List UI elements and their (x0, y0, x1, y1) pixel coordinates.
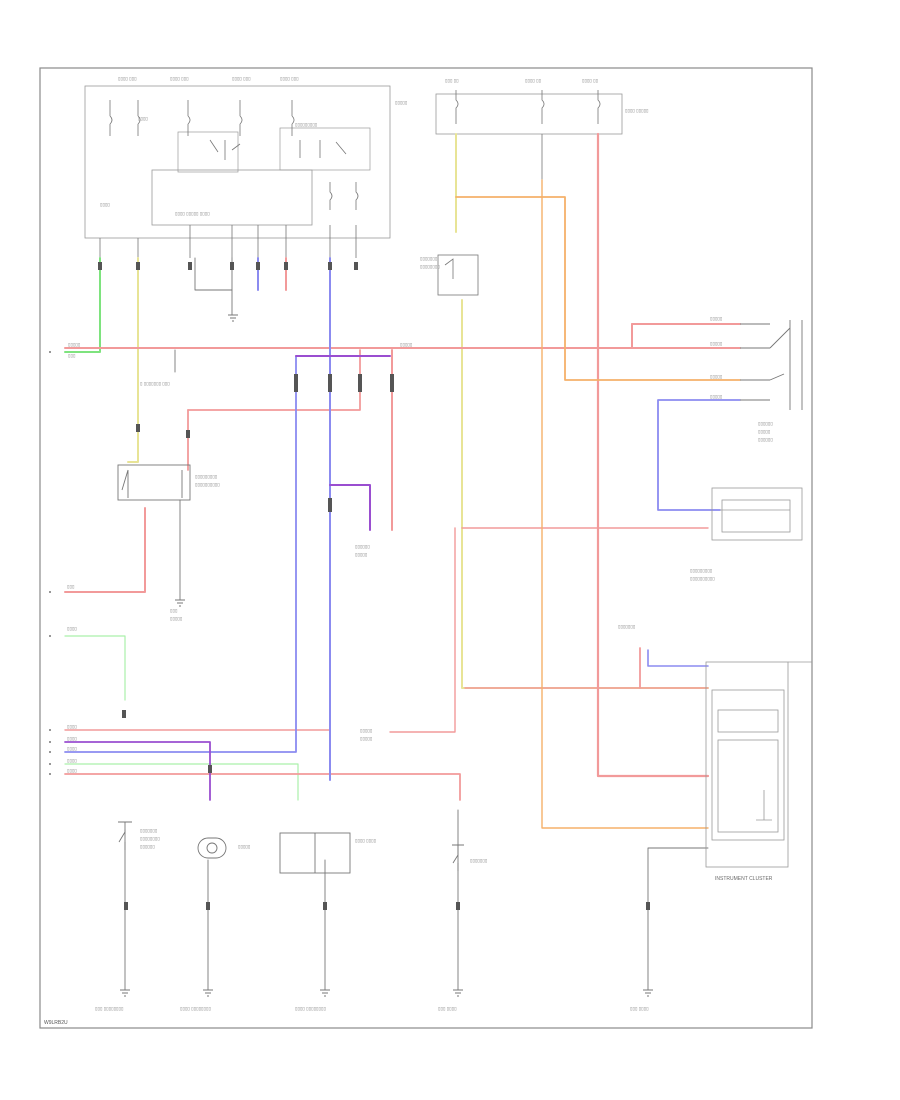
svg-text:▯▯▯▯: ▯▯▯▯ (100, 202, 110, 207)
svg-text:▯▯▯▯▯▯▯: ▯▯▯▯▯▯▯ (140, 828, 158, 833)
svg-text:▯▯▯▯▯▯▯: ▯▯▯▯▯▯▯ (470, 858, 488, 863)
wire-purple-2 (329, 484, 371, 531)
svg-text:▯▯▯▯ ▯▯▯: ▯▯▯▯ ▯▯▯ (232, 76, 251, 81)
svg-text:▯▯▯▯▯▯: ▯▯▯▯▯▯ (355, 544, 370, 549)
svg-text:▯▯▯▯ ▯▯▯▯▯▯▯▯: ▯▯▯▯ ▯▯▯▯▯▯▯▯ (295, 1006, 326, 1011)
svg-text:▯▯▯▯ ▯▯▯▯▯ ▯▯▯▯: ▯▯▯▯ ▯▯▯▯▯ ▯▯▯▯ (175, 211, 210, 216)
svg-text:▯▯▯▯▯▯▯: ▯▯▯▯▯▯▯ (420, 256, 438, 261)
svg-text:▯▯▯▯▯: ▯▯▯▯▯ (395, 100, 408, 105)
wire-orange-1 (455, 196, 741, 381)
wire-yellow-1 (127, 257, 139, 463)
svg-text:▯▯▯: ▯▯▯ (68, 353, 76, 358)
component-bottom-1 (118, 821, 132, 850)
svg-text:▯▯▯▯▯: ▯▯▯▯▯ (355, 552, 368, 557)
svg-text:▯▯▯: ▯▯▯ (170, 608, 178, 613)
svg-text:▯▯▯: ▯▯▯ (67, 584, 75, 589)
wire-red-15 (389, 527, 456, 733)
svg-text:▯▯▯▯▯: ▯▯▯▯▯ (710, 341, 723, 346)
svg-text:▯▯▯▯ ▯▯▯: ▯▯▯▯ ▯▯▯ (118, 76, 137, 81)
svg-text:▯▯▯▯ ▯▯: ▯▯▯▯ ▯▯ (525, 78, 542, 83)
svg-text:▯▯▯▯▯▯▯▯▯: ▯▯▯▯▯▯▯▯▯ (195, 474, 218, 479)
svg-text:▯▯▯▯: ▯▯▯▯ (67, 724, 77, 729)
svg-text:▯▯▯▯: ▯▯▯▯ (67, 626, 77, 631)
switch-left (117, 464, 191, 501)
svg-text:▯▯▯▯: ▯▯▯▯ (138, 116, 148, 121)
svg-text:▯▯▯▯▯: ▯▯▯▯▯ (758, 429, 771, 434)
svg-text:▯▯▯▯▯▯▯: ▯▯▯▯▯▯▯ (618, 624, 636, 629)
wire-labels: ▯▯▯▯▯ ▯▯▯ ▯▯▯▯▯ ▯▯▯▯▯ ▯▯▯▯▯ ▯▯▯▯▯ ▯▯▯▯ ▯ … (67, 256, 773, 1011)
instrument-cluster-caption: INSTRUMENT CLUSTER (715, 876, 773, 882)
svg-text:▯▯▯▯ ▯▯▯▯▯▯▯▯: ▯▯▯▯ ▯▯▯▯▯▯▯▯ (180, 1006, 211, 1011)
svg-text:▯▯▯ ▯▯▯▯▯▯▯▯: ▯▯▯ ▯▯▯▯▯▯▯▯ (95, 1006, 124, 1011)
wire-red-13 (64, 773, 461, 801)
svg-text:▯▯▯ ▯▯▯▯: ▯▯▯ ▯▯▯▯ (630, 1006, 649, 1011)
svg-text:▯▯▯ ▯▯▯▯: ▯▯▯ ▯▯▯▯ (438, 1006, 457, 1011)
svg-text:▯▯▯▯▯: ▯▯▯▯▯ (710, 394, 723, 399)
wire-purple-3 (64, 741, 211, 801)
svg-text:▯▯▯▯▯▯▯▯▯▯: ▯▯▯▯▯▯▯▯▯▯ (195, 482, 220, 487)
svg-text:▯▯▯▯▯: ▯▯▯▯▯ (400, 342, 413, 347)
svg-text:▯▯▯▯▯: ▯▯▯▯▯ (170, 616, 183, 621)
fuse-block-right: ▯▯▯ ▯▯ ▯▯▯▯ ▯▯ ▯▯▯▯ ▯▯ ▯▯▯▯▯ ▯▯▯▯ ▯▯▯▯▯ (395, 78, 649, 180)
svg-text:▯▯▯▯▯▯▯▯▯: ▯▯▯▯▯▯▯▯▯ (295, 122, 318, 127)
svg-text:▯▯▯▯▯▯: ▯▯▯▯▯▯ (758, 421, 773, 426)
svg-text:▯▯▯▯: ▯▯▯▯ (67, 736, 77, 741)
left-edge-pins (49, 351, 51, 775)
wire-black-8 (647, 847, 709, 991)
wire-orange-2 (541, 179, 709, 829)
svg-text:▯▯▯▯▯▯▯▯▯▯: ▯▯▯▯▯▯▯▯▯▯ (690, 576, 715, 581)
svg-text:▯▯▯▯▯▯: ▯▯▯▯▯▯ (758, 437, 773, 442)
fuse-relay-box-left: ▯▯▯▯ ▯▯▯ ▯▯▯▯ ▯▯▯ ▯▯▯▯ ▯▯▯ ▯▯▯▯ ▯▯▯ ▯▯▯▯… (84, 76, 391, 258)
svg-text:▯▯▯ ▯▯: ▯▯▯ ▯▯ (445, 78, 459, 83)
svg-text:▯▯▯▯▯: ▯▯▯▯▯ (238, 844, 251, 849)
svg-text:▯▯▯▯: ▯▯▯▯ (67, 768, 77, 773)
wire-green-3 (64, 763, 299, 801)
diagram-code: W9LRB2U (44, 1020, 68, 1026)
svg-text:▯▯▯▯▯: ▯▯▯▯▯ (360, 728, 373, 733)
grounds (120, 314, 653, 997)
svg-text:▯▯▯▯: ▯▯▯▯ (67, 758, 77, 763)
svg-text:▯▯▯▯ ▯▯: ▯▯▯▯ ▯▯ (582, 78, 599, 83)
svg-text:▯▯▯▯: ▯▯▯▯ (67, 746, 77, 751)
svg-text:▯▯▯▯▯: ▯▯▯▯▯ (710, 316, 723, 321)
module-top-center (437, 254, 479, 296)
wire-green-2 (64, 635, 126, 701)
wire-green-1 (64, 257, 101, 353)
connector-marks (98, 262, 650, 910)
svg-text:▯▯▯▯ ▯▯▯▯▯: ▯▯▯▯ ▯▯▯▯▯ (625, 108, 649, 113)
wire-yellow-3 (461, 299, 709, 689)
svg-text:▯▯▯▯▯▯▯▯: ▯▯▯▯▯▯▯▯ (420, 264, 440, 269)
wire-red-5 (187, 349, 361, 411)
svg-text:▯▯▯▯▯: ▯▯▯▯▯ (710, 374, 723, 379)
instrument-cluster (705, 661, 812, 868)
wire-red-4 (596, 132, 710, 778)
wire-blue-4 (657, 399, 741, 511)
svg-text:▯ ▯▯▯▯▯▯▯ ▯▯▯: ▯ ▯▯▯▯▯▯▯ ▯▯▯ (140, 381, 170, 386)
svg-text:▯▯▯▯▯: ▯▯▯▯▯ (68, 342, 81, 347)
svg-text:▯▯▯▯▯▯: ▯▯▯▯▯▯ (140, 844, 155, 849)
component-bottom-3 (279, 832, 351, 874)
svg-text:▯▯▯▯ ▯▯▯: ▯▯▯▯ ▯▯▯ (170, 76, 189, 81)
switch-right (740, 320, 803, 410)
svg-text:▯▯▯▯▯▯▯▯: ▯▯▯▯▯▯▯▯ (140, 836, 160, 841)
wire-blue-2 (64, 355, 297, 753)
svg-text:▯▯▯▯▯▯▯▯▯: ▯▯▯▯▯▯▯▯▯ (690, 568, 713, 573)
diagram-frame (39, 67, 813, 1029)
svg-text:▯▯▯▯ ▯▯▯▯: ▯▯▯▯ ▯▯▯▯ (355, 838, 377, 843)
wire-black-1 (194, 257, 233, 291)
wire-red-7 (64, 507, 146, 593)
wires (64, 132, 741, 991)
control-unit-right (711, 487, 803, 541)
wire-blue-5 (647, 649, 709, 667)
svg-text:▯▯▯▯ ▯▯▯: ▯▯▯▯ ▯▯▯ (280, 76, 299, 81)
component-bottom-4 (452, 844, 464, 871)
component-bottom-2 (197, 837, 227, 859)
svg-text:▯▯▯▯▯: ▯▯▯▯▯ (360, 736, 373, 741)
